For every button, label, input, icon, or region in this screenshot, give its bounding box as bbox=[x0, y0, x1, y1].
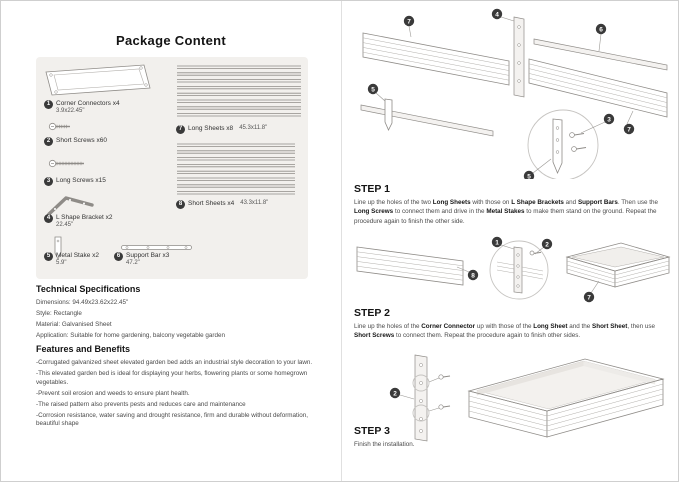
page-title: Package Content bbox=[116, 33, 226, 48]
package-item-corner-connectors: 1 Corner Connectors x4 3.9x22.45" bbox=[44, 100, 120, 116]
item-size: 5.9" bbox=[56, 260, 67, 267]
callout-metal-stake: 5 bbox=[367, 83, 386, 102]
item-number-badge: 6 bbox=[114, 252, 123, 261]
svg-text:2: 2 bbox=[393, 390, 397, 397]
svg-text:3: 3 bbox=[607, 116, 611, 123]
svg-text:4: 4 bbox=[495, 11, 499, 18]
callout-short-sheet: 8 bbox=[456, 266, 479, 281]
long-sheets-stack-icon bbox=[177, 65, 301, 117]
spec-dimensions: Dimensions: 94.49x23.62x22.45" bbox=[36, 299, 129, 306]
svg-text:7: 7 bbox=[587, 294, 591, 301]
step1-diagram: 7 4 6 5 7 3 5 bbox=[360, 8, 668, 179]
callout-long-screws: 3 bbox=[580, 113, 615, 134]
feature-line: -Corrosion resistance, water saving and … bbox=[36, 411, 308, 428]
item-label: Long Sheets x8 bbox=[188, 125, 234, 132]
step-1-title: STEP 1 bbox=[354, 183, 390, 195]
item-label: L Shape Bracket x2 bbox=[56, 214, 113, 221]
svg-text:1: 1 bbox=[495, 239, 499, 246]
item-label: Corner Connectors x4 bbox=[56, 100, 120, 107]
package-item-long-screws: 3 Long Screws x15 bbox=[44, 177, 106, 186]
callout-corner-connector: 1 bbox=[491, 236, 515, 250]
svg-text:2: 2 bbox=[545, 241, 549, 248]
callout-long-sheet: 7 bbox=[403, 15, 415, 38]
callout-l-shape-bracket: 4 bbox=[491, 8, 515, 22]
package-item-short-screws: 2 Short Screws x60 bbox=[44, 137, 107, 146]
item-number-badge: 3 bbox=[44, 177, 53, 186]
package-content-panel: Package Content 1 Corner Connectors x4 3… bbox=[1, 1, 341, 481]
item-label: Support Bar x3 bbox=[126, 252, 170, 259]
package-item-short-sheets: 8 Short Sheets x4 43.3x11.8" bbox=[176, 200, 268, 209]
item-label: Metal Stake x2 bbox=[56, 252, 99, 259]
package-item-metal-stake: 5 Metal Stake x2 5.9" bbox=[44, 252, 99, 268]
package-item-long-sheets: 7 Long Sheets x8 45.3x11.8" bbox=[176, 125, 267, 134]
long-screw-icon bbox=[48, 159, 84, 168]
item-label: Long Screws x15 bbox=[56, 177, 106, 184]
assembly-steps-panel: 7 4 6 5 7 3 5 bbox=[342, 1, 678, 481]
item-label: Short Screws x60 bbox=[56, 137, 107, 144]
step-2-title: STEP 2 bbox=[354, 307, 390, 319]
spec-style: Style: Rectangle bbox=[36, 310, 82, 317]
callout-long-sheet-frame: 7 bbox=[583, 280, 600, 303]
spec-application: Application: Suitable for home gardening… bbox=[36, 332, 226, 339]
short-screw-icon bbox=[48, 122, 70, 131]
package-content-box: 1 Corner Connectors x4 3.9x22.45" 2 Shor… bbox=[36, 57, 308, 279]
svg-text:6: 6 bbox=[599, 26, 603, 33]
step3-diagram: 2 bbox=[389, 354, 665, 442]
step-3-text: Finish the installation. bbox=[354, 441, 415, 448]
step-2-text: Line up the holes of the Corner Connecto… bbox=[354, 323, 656, 340]
features-title: Features and Benefits bbox=[36, 344, 131, 354]
item-number-badge: 4 bbox=[44, 214, 53, 223]
callout-short-screws: 2 bbox=[534, 238, 553, 255]
item-size: 22.45" bbox=[56, 222, 74, 229]
spec-material: Material: Galvanised Sheet bbox=[36, 321, 112, 328]
callout-metal-stake-detail: 5 bbox=[523, 158, 552, 179]
step-3-title: STEP 3 bbox=[354, 425, 390, 437]
item-number-badge: 2 bbox=[44, 137, 53, 146]
feature-line: -The raised pattern also prevents pests … bbox=[36, 400, 246, 408]
package-item-l-shape-bracket: 4 L Shape Bracket x2 22.45" bbox=[44, 214, 113, 230]
corner-connector-icon bbox=[45, 64, 151, 96]
callout-short-screws-final: 2 bbox=[389, 387, 415, 400]
item-size: 45.3x11.8" bbox=[239, 125, 268, 132]
svg-text:8: 8 bbox=[471, 272, 475, 279]
svg-text:5: 5 bbox=[527, 173, 531, 179]
short-sheets-stack-icon bbox=[177, 143, 295, 195]
feature-line: -Prevent soil erosion and weeds to ensur… bbox=[36, 389, 190, 397]
feature-line: -This elevated garden bed is ideal for d… bbox=[36, 370, 308, 386]
technical-specifications: Technical Specifications Dimensions: 94.… bbox=[36, 284, 328, 343]
l-shape-bracket-icon bbox=[47, 196, 94, 216]
item-number-badge: 8 bbox=[176, 200, 185, 209]
feature-line: -Corrugated galvanized sheet elevated ga… bbox=[36, 359, 313, 366]
item-number-badge: 7 bbox=[176, 125, 185, 134]
step2-diagram: 8 1 2 7 bbox=[356, 236, 671, 303]
svg-text:7: 7 bbox=[407, 18, 411, 25]
svg-text:5: 5 bbox=[371, 86, 375, 93]
svg-text:7: 7 bbox=[627, 126, 631, 133]
metal-stake-icon bbox=[54, 236, 62, 260]
panel-divider bbox=[341, 1, 342, 481]
callout-support-bar: 6 bbox=[595, 23, 607, 52]
callout-long-sheet-right: 7 bbox=[623, 110, 635, 135]
item-label: Short Sheets x4 bbox=[188, 200, 235, 207]
item-number-badge: 1 bbox=[44, 100, 53, 109]
specs-title: Technical Specifications bbox=[36, 284, 141, 294]
package-item-support-bar: 6 Support Bar x3 47.2" bbox=[114, 252, 169, 268]
support-bar-icon bbox=[121, 245, 192, 250]
step-1-text: Line up the holes of the two Long Sheets… bbox=[354, 199, 658, 225]
features-and-benefits: Features and Benefits -Corrugated galvan… bbox=[36, 344, 328, 431]
item-size: 47.2" bbox=[126, 260, 140, 267]
item-size: 3.9x22.45" bbox=[56, 108, 85, 115]
item-number-badge: 5 bbox=[44, 252, 53, 261]
item-size: 43.3x11.8" bbox=[240, 200, 269, 207]
